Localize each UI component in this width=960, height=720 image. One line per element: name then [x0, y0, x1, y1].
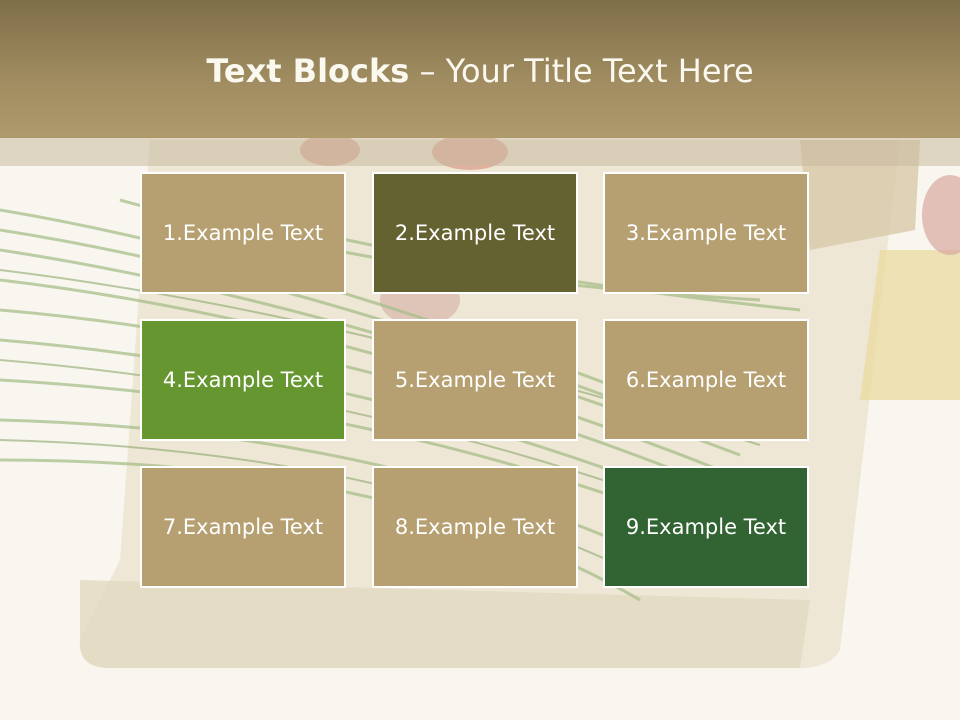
text-block-label: 9.Example Text [625, 515, 787, 539]
text-block-label: 8.Example Text [394, 515, 556, 539]
text-block-4[interactable]: 4.Example Text [140, 319, 346, 441]
title-dash: – [409, 52, 446, 90]
text-block-9[interactable]: 9.Example Text [603, 466, 809, 588]
text-block-label: 7.Example Text [162, 515, 324, 539]
text-block-label: 4.Example Text [162, 368, 324, 392]
text-block-7[interactable]: 7.Example Text [140, 466, 346, 588]
text-block-1[interactable]: 1.Example Text [140, 172, 346, 294]
page-title: Text Blocks – Your Title Text Here [0, 52, 960, 90]
title-rest: Your Title Text Here [445, 52, 754, 90]
text-block-3[interactable]: 3.Example Text [603, 172, 809, 294]
title-bold: Text Blocks [206, 52, 410, 90]
header-strip [0, 138, 960, 166]
text-block-label: 3.Example Text [625, 221, 787, 245]
text-block-label: 5.Example Text [394, 368, 556, 392]
text-block-label: 6.Example Text [625, 368, 787, 392]
text-block-label: 2.Example Text [394, 221, 556, 245]
text-block-label: 1.Example Text [162, 221, 324, 245]
title-bar [0, 0, 960, 138]
text-block-8[interactable]: 8.Example Text [372, 466, 578, 588]
text-block-2[interactable]: 2.Example Text [372, 172, 578, 294]
text-block-5[interactable]: 5.Example Text [372, 319, 578, 441]
text-block-6[interactable]: 6.Example Text [603, 319, 809, 441]
